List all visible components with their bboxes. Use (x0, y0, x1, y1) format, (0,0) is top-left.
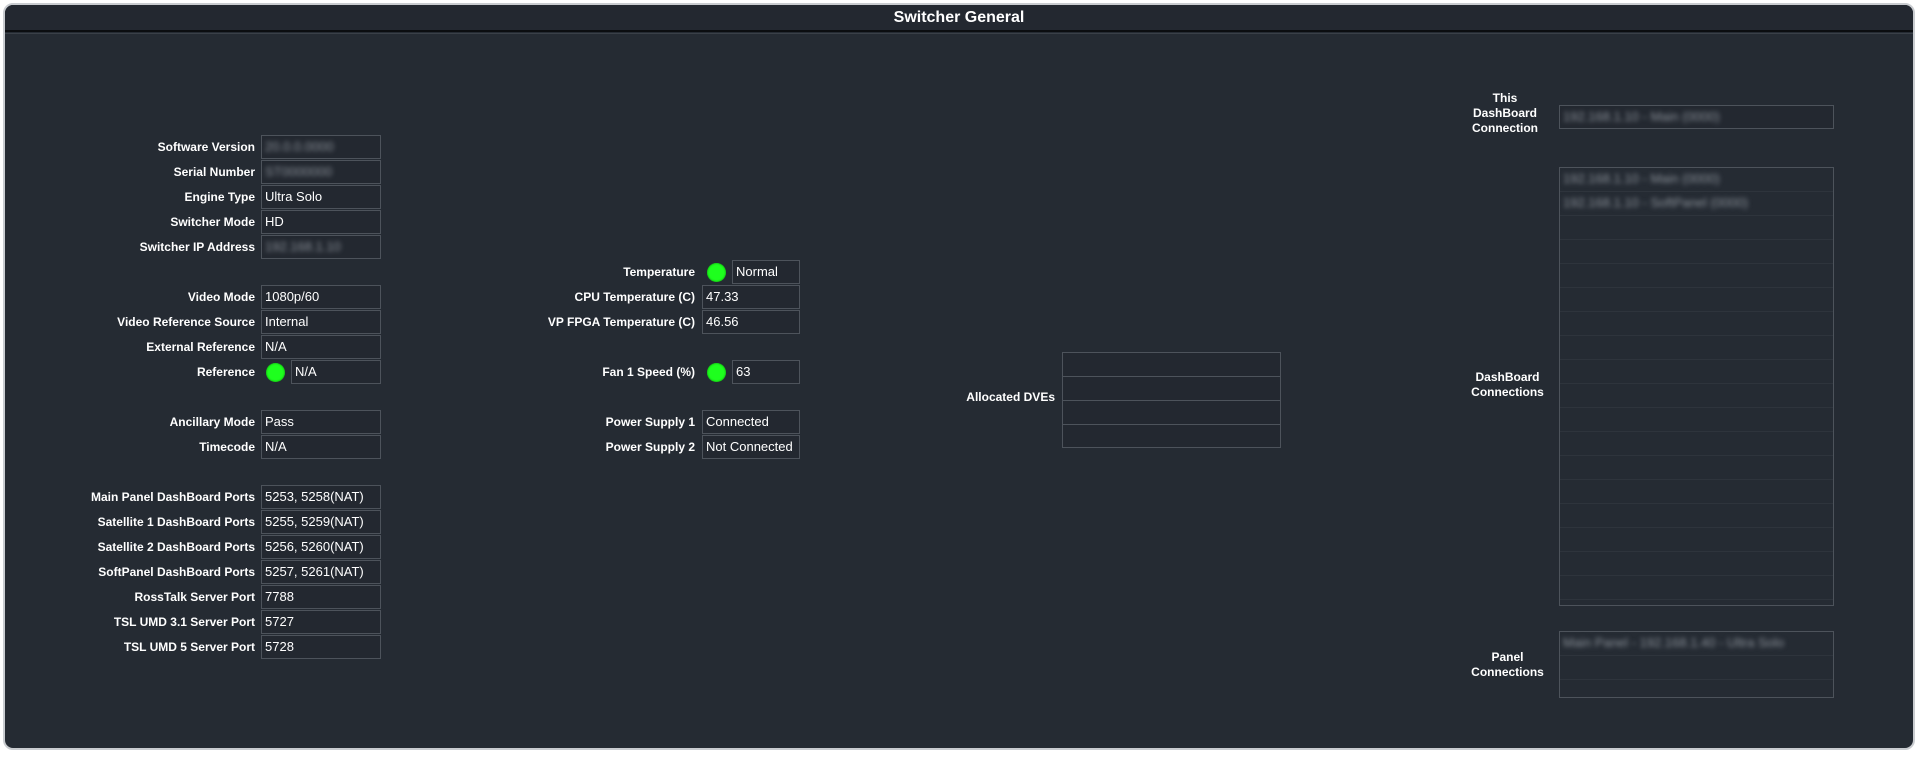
switcher-mode-field: HD (261, 210, 381, 234)
this-dashboard-connection-field: 192.168.1.10 - Main (0000) (1559, 105, 1834, 129)
power-supply-1-field: Connected (702, 410, 800, 434)
list-item[interactable] (1560, 264, 1833, 288)
list-item[interactable] (1560, 432, 1833, 456)
dve-row (1062, 424, 1281, 448)
external-reference-label: External Reference (146, 340, 255, 354)
vp-fpga-temperature-c-field: 46.56 (702, 310, 800, 334)
list-item[interactable] (1560, 336, 1833, 360)
ancillary-mode-label: Ancillary Mode (169, 415, 255, 429)
switcher-mode-label: Switcher Mode (170, 215, 255, 229)
list-item[interactable] (1560, 656, 1833, 680)
serial-number-label: Serial Number (173, 165, 255, 179)
power-supply-2-field: Not Connected (702, 435, 800, 459)
list-item[interactable] (1560, 240, 1833, 264)
reference-status-led-icon (266, 363, 285, 382)
tsl-umd-3-1-server-port-label: TSL UMD 3.1 Server Port (113, 615, 255, 629)
softpanel-dashboard-ports-label: SoftPanel DashBoard Ports (98, 565, 255, 579)
switcher-ip-address-field: 192.168.1.10 (261, 235, 381, 259)
ancillary-mode-field: Pass (261, 410, 381, 434)
tsl-umd-3-1-server-port-field: 5727 (261, 610, 381, 634)
list-item[interactable] (1560, 480, 1833, 504)
switcher-ip-address-label: Switcher IP Address (139, 240, 255, 254)
fan-1-speed-status-led-icon (707, 363, 726, 382)
rosstalk-server-port-field: 7788 (261, 585, 381, 609)
satellite-1-dashboard-ports-field: 5255, 5259(NAT) (261, 510, 381, 534)
list-item[interactable] (1560, 408, 1833, 432)
satellite-2-dashboard-ports-field: 5256, 5260(NAT) (261, 535, 381, 559)
list-item[interactable]: 192.168.1.10 - Main (0000) (1560, 168, 1833, 192)
reference-field: N/A (291, 360, 381, 384)
main-panel-dashboard-ports-field: 5253, 5258(NAT) (261, 485, 381, 509)
timecode-field: N/A (261, 435, 381, 459)
main-panel-dashboard-ports-label: Main Panel DashBoard Ports (90, 490, 255, 504)
dve-row (1062, 376, 1281, 400)
panel-connections-list[interactable]: Main Panel - 192.168.1.40 - Ultra Solo (1559, 631, 1834, 698)
allocated-dves-label: Allocated DVEs (966, 390, 1055, 404)
fan-1-speed-label: Fan 1 Speed (%) (602, 365, 695, 379)
list-item[interactable] (1560, 504, 1833, 528)
list-item[interactable]: 192.168.1.10 - SoftPanel (0000) (1560, 192, 1833, 216)
list-item[interactable] (1560, 288, 1833, 312)
video-reference-source-field: Internal (261, 310, 381, 334)
list-item[interactable] (1560, 216, 1833, 240)
list-item[interactable]: Main Panel - 192.168.1.40 - Ultra Solo (1560, 632, 1833, 656)
engine-type-field: Ultra Solo (261, 185, 381, 209)
satellite-2-dashboard-ports-label: Satellite 2 DashBoard Ports (97, 540, 255, 554)
tsl-umd-5-server-port-field: 5728 (261, 635, 381, 659)
software-version-field: 20.0.0.0000 (261, 135, 381, 159)
dashboard-connections-label: DashBoard Connections (1471, 370, 1544, 399)
list-item[interactable] (1560, 360, 1833, 384)
power-supply-2-label: Power Supply 2 (605, 440, 695, 454)
vp-fpga-temperature-c-label: VP FPGA Temperature (C) (547, 315, 695, 329)
list-item[interactable] (1560, 528, 1833, 552)
list-item[interactable] (1560, 312, 1833, 336)
satellite-1-dashboard-ports-label: Satellite 1 DashBoard Ports (97, 515, 255, 529)
video-mode-field: 1080p/60 (261, 285, 381, 309)
reference-label: Reference (196, 365, 255, 379)
temperature-field: Normal (732, 260, 800, 284)
list-item[interactable] (1560, 456, 1833, 480)
power-supply-1-label: Power Supply 1 (605, 415, 695, 429)
dashboard-connections-list[interactable]: 192.168.1.10 - Main (0000)192.168.1.10 -… (1559, 167, 1834, 606)
rosstalk-server-port-label: RossTalk Server Port (134, 590, 256, 604)
cpu-temperature-c-label: CPU Temperature (C) (574, 290, 695, 304)
video-reference-source-label: Video Reference Source (117, 315, 255, 329)
list-item[interactable] (1560, 384, 1833, 408)
serial-number-field: ST0000000 (261, 160, 381, 184)
this-dashboard-connection-label: This DashBoard Connection (1472, 91, 1538, 135)
dve-row (1062, 400, 1281, 424)
timecode-label: Timecode (199, 440, 255, 454)
list-item[interactable] (1560, 576, 1833, 600)
video-mode-label: Video Mode (187, 290, 255, 304)
panel-title: Switcher General (5, 5, 1913, 34)
fan-1-speed-field: 63 (732, 360, 800, 384)
temperature-status-led-icon (707, 263, 726, 282)
tsl-umd-5-server-port-label: TSL UMD 5 Server Port (123, 640, 255, 654)
softpanel-dashboard-ports-field: 5257, 5261(NAT) (261, 560, 381, 584)
allocated-dves-list (1062, 352, 1281, 448)
cpu-temperature-c-field: 47.33 (702, 285, 800, 309)
switcher-general-panel: Switcher General Software Version 20.0.0.… (3, 3, 1915, 750)
engine-type-label: Engine Type (184, 190, 255, 204)
software-version-label: Software Version (157, 140, 255, 154)
panel-connections-label: Panel Connections (1471, 650, 1544, 679)
temperature-label: Temperature (623, 265, 695, 279)
list-item[interactable] (1560, 552, 1833, 576)
dve-row (1062, 352, 1281, 376)
external-reference-field: N/A (261, 335, 381, 359)
